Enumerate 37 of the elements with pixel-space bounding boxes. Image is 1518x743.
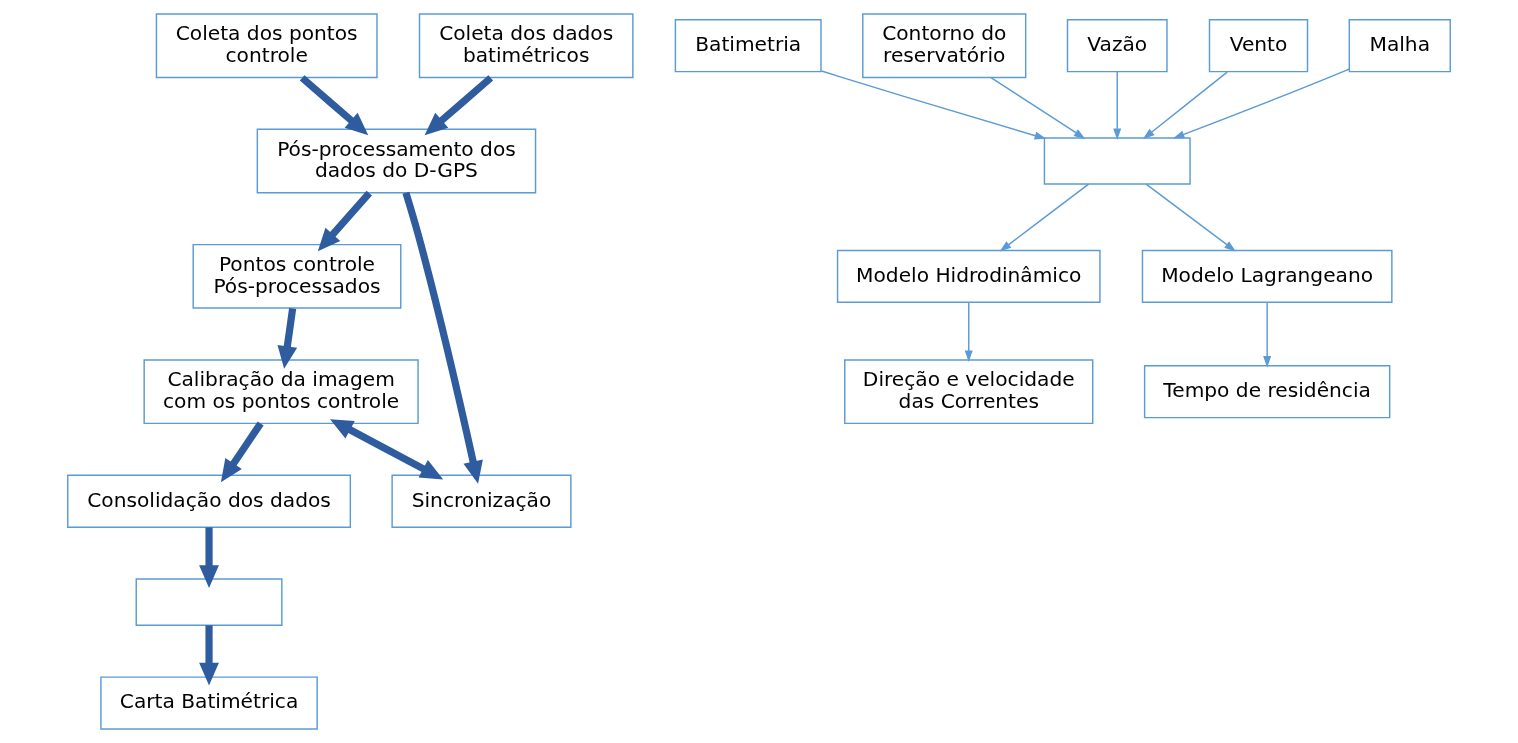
arrow bbox=[330, 419, 444, 480]
arrow bbox=[299, 75, 369, 136]
node-box: Vazão bbox=[1066, 19, 1168, 73]
arrow bbox=[220, 421, 264, 483]
node-box: Contorno do reservatório bbox=[862, 13, 1027, 79]
arrow bbox=[1142, 71, 1228, 140]
arrow bbox=[317, 190, 372, 252]
arrow bbox=[990, 76, 1086, 139]
node-box: Consolidação dos dados bbox=[67, 474, 352, 528]
arrow bbox=[1145, 183, 1236, 252]
arrow bbox=[277, 308, 298, 369]
arrow bbox=[1113, 71, 1122, 140]
node-box: Carta Batimétrica bbox=[100, 676, 318, 730]
node-box bbox=[135, 578, 283, 626]
arrow bbox=[964, 302, 973, 362]
arrow bbox=[402, 191, 483, 484]
node-box: Pontos controle Pós-processados bbox=[192, 243, 402, 309]
arrow bbox=[999, 183, 1090, 252]
node-box: Pós-processamento dos dados do D-GPS bbox=[256, 128, 537, 194]
arrow bbox=[1263, 302, 1272, 368]
node-box: Direção e velocidade das Correntes bbox=[844, 359, 1094, 425]
node-box bbox=[1043, 137, 1191, 185]
arrow bbox=[424, 75, 494, 136]
node-box: Malha bbox=[1348, 19, 1451, 73]
arrow bbox=[199, 625, 219, 686]
node-box: Coleta dos dados batimétricos bbox=[418, 13, 634, 79]
node-box: Calibração da imagem com os pontos controle bbox=[143, 359, 419, 425]
node-box: Coleta dos pontos controle bbox=[155, 13, 378, 79]
node-box: Modelo Hidrodinâmico bbox=[836, 249, 1101, 304]
node-box: Tempo de residência bbox=[1143, 365, 1391, 419]
arrow bbox=[820, 70, 1047, 140]
arrow bbox=[199, 527, 219, 588]
node-box: Batimetria bbox=[674, 19, 822, 73]
node-box: Modelo Lagrangeano bbox=[1141, 249, 1393, 304]
node-box: Vento bbox=[1208, 19, 1309, 73]
node-box: Sincronização bbox=[391, 474, 572, 528]
arrow bbox=[1172, 68, 1351, 139]
